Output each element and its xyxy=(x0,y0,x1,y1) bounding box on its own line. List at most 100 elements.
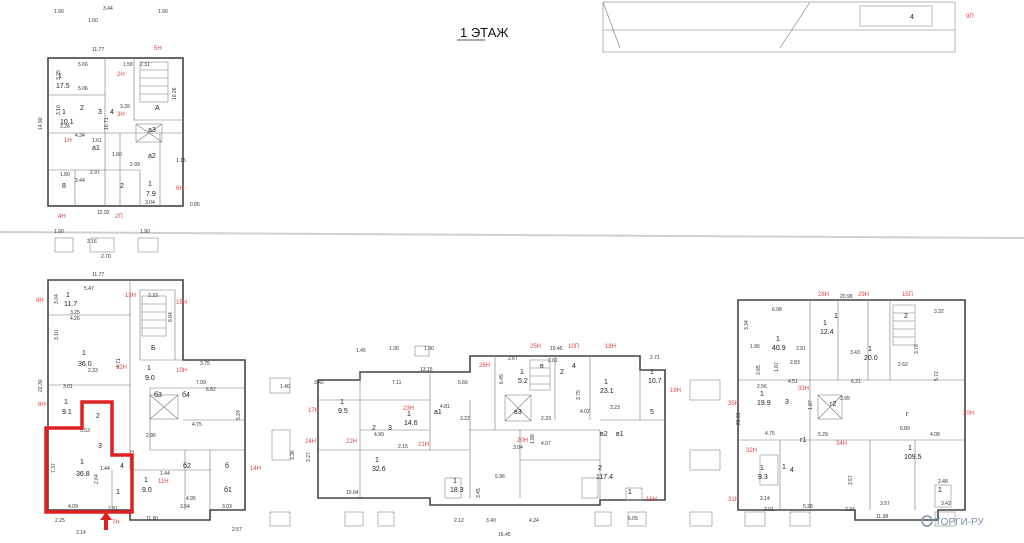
dimension-label: 1.60 xyxy=(112,152,122,158)
room-label: в xyxy=(540,363,544,370)
room-label: 3 xyxy=(98,443,102,450)
room-label: б1 xyxy=(224,486,232,494)
dimension-label: 16.45 xyxy=(498,532,511,538)
dimension-label: 1.58 xyxy=(123,62,133,68)
dimension-label: 3.14 xyxy=(760,496,770,502)
room-label: 9.5 xyxy=(338,408,348,415)
dimension-label: 4.09 xyxy=(68,504,78,510)
dimension-label: 3.42 xyxy=(941,501,951,507)
marker-label: 5Н xyxy=(154,46,162,52)
dimension-label: 6.05 xyxy=(628,516,638,522)
room-label: 1 xyxy=(776,336,780,343)
highlighted-premises xyxy=(44,400,134,514)
dimension-label: 4.51 xyxy=(788,379,798,385)
dimension-label: 11.90 xyxy=(146,516,158,522)
room-label: 1 xyxy=(62,109,66,116)
marker-label: 35Н xyxy=(728,401,739,407)
dimension-label: 7.11 xyxy=(392,380,402,386)
dimension-label: 3.36 xyxy=(290,450,296,460)
marker-label: 24Н xyxy=(305,439,316,445)
room-label: 2 xyxy=(80,105,84,112)
room-label: 23.1 xyxy=(600,388,614,395)
room-label: 7.9 xyxy=(146,191,156,198)
dimension-label: 3.95 xyxy=(840,396,850,402)
dimension-label: 3.78 xyxy=(914,344,920,354)
room-label: 1 xyxy=(453,478,457,485)
dimension-label: 3.25 xyxy=(70,310,80,316)
room-label: 1 xyxy=(604,379,608,386)
dimension-label: 2.62 xyxy=(898,362,908,368)
room-label: 1 xyxy=(340,399,344,406)
room-label: 20.0 xyxy=(864,355,878,362)
room-label: 1 xyxy=(834,313,838,320)
marker-label: 34Н xyxy=(836,441,847,447)
dimension-label: 2.15 xyxy=(398,444,408,450)
dimension-label: 4.02 xyxy=(580,409,590,415)
dimension-label: 3.34 xyxy=(744,320,750,330)
dimension-label: 3.65 xyxy=(756,365,762,375)
dimension-label: 13.15 xyxy=(420,367,433,373)
dimension-label: 2.16 xyxy=(87,239,97,245)
dimension-label: 3.39 xyxy=(120,104,130,110)
dimension-label: 2.57 xyxy=(232,527,242,533)
dimension-label: 1.80 xyxy=(60,172,70,178)
room-label: 1 xyxy=(868,346,872,353)
room-label: 8 xyxy=(62,183,66,190)
dimension-label: 2.33 xyxy=(88,368,98,374)
room-label: 1 xyxy=(116,489,120,496)
dimension-label: 11.77 xyxy=(92,47,104,53)
room-label: в3 xyxy=(514,409,522,416)
room-label: в2 xyxy=(600,431,608,438)
room-label: 14.6 xyxy=(404,420,418,427)
dimension-label: 3.44 xyxy=(103,6,113,12)
dimension-label: 3.44 xyxy=(75,178,85,184)
dimension-label: 6.45 xyxy=(499,374,505,384)
dimension-label: 2.48 xyxy=(938,479,948,485)
room-label: 4 xyxy=(110,109,114,116)
room-label: 117.4 xyxy=(596,474,613,481)
room-label: 9.1 xyxy=(62,409,72,416)
room-label: 1 xyxy=(650,369,654,376)
dimension-label: 3.54 xyxy=(180,504,190,510)
dimension-label: 3.45 xyxy=(476,488,482,498)
room-label: 5 xyxy=(650,409,654,416)
dimension-label: 2.91 xyxy=(108,506,118,512)
room-label: 5.2 xyxy=(518,378,528,385)
marker-label: 8Н xyxy=(38,402,46,408)
marker-label: 4Н xyxy=(58,214,66,220)
dimension-label: 1.88 xyxy=(530,434,536,444)
dimension-label: 3.27 xyxy=(306,452,312,462)
dimension-label: 6.21 xyxy=(851,379,861,385)
dimension-label: 3.25 xyxy=(56,70,62,80)
room-label: 2 xyxy=(372,425,376,432)
marker-label: 13Н xyxy=(125,293,136,299)
dimension-label: 2.97 xyxy=(90,170,100,176)
marker-label: 11Н xyxy=(158,479,169,485)
entrance-arrow xyxy=(100,512,112,530)
dimension-label: 2.34 xyxy=(845,507,855,513)
dimension-label: 21.91 xyxy=(736,412,742,425)
dimension-label: 3.75 xyxy=(576,390,582,400)
dimension-label: 1.90 xyxy=(424,346,434,352)
dimension-label: 3.32 xyxy=(934,309,944,315)
fold-line xyxy=(0,231,1024,239)
marker-label: 16Н xyxy=(646,497,657,503)
dimension-label: 2.83 xyxy=(790,360,800,366)
dimension-label: 5.72 xyxy=(934,371,940,381)
room-label: 1 xyxy=(66,292,70,299)
watermark: ТОРГИ-РУ xyxy=(921,515,984,528)
dimension-label: 3.04 xyxy=(54,294,60,304)
marker-label: 21Н xyxy=(418,442,429,448)
marker-label: 1Н xyxy=(64,138,72,144)
marker-label: 6Н xyxy=(176,186,184,192)
dimension-label: 10.26 xyxy=(172,87,178,100)
room-label: 1 xyxy=(628,489,632,496)
dimension-label: 10.64 xyxy=(346,490,359,496)
marker-label: 19Н xyxy=(670,388,681,394)
dimension-label: 5.66 xyxy=(78,62,88,68)
